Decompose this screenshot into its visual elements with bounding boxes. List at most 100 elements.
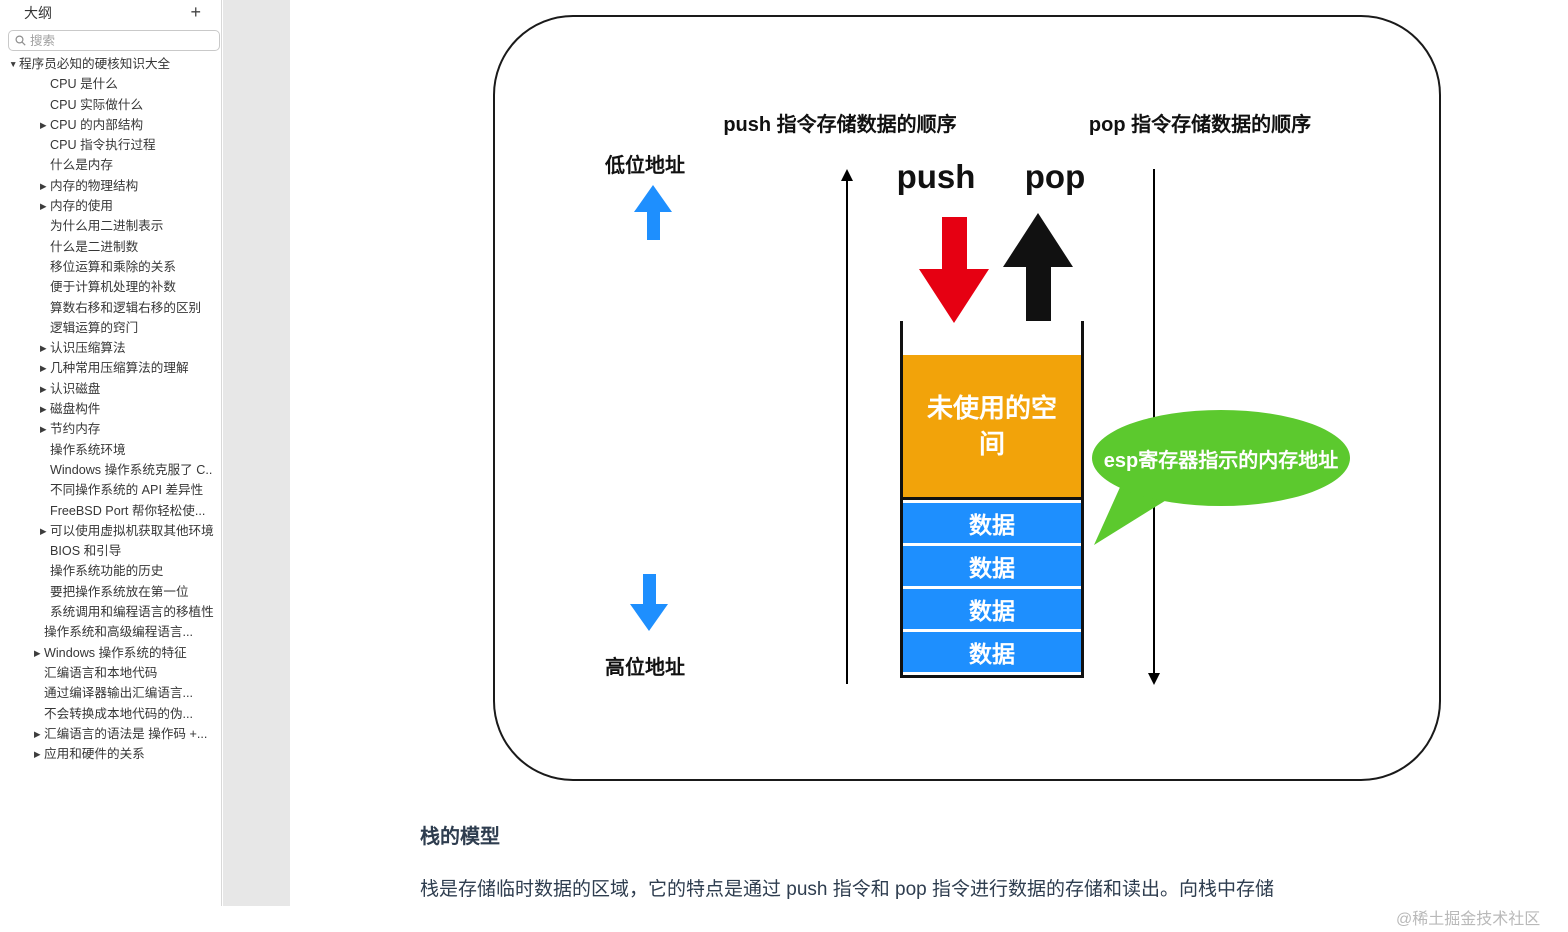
outline-item[interactable]: ▶汇编语言的语法是 操作码 +...: [0, 724, 222, 744]
outline-item-label: 系统调用和编程语言的移植性: [50, 605, 214, 620]
outline-item-label: 不同操作系统的 API 差异性: [50, 483, 204, 498]
outline-item-label: Windows 操作系统的特征: [44, 645, 187, 660]
outline-item-label: 磁盘构件: [50, 402, 101, 417]
outline-item[interactable]: 什么是二进制数: [0, 237, 222, 257]
outline-item[interactable]: ▶认识磁盘: [0, 379, 222, 399]
stack-container: 未使用的空间 数据数据数据数据: [900, 321, 1084, 678]
outline-item[interactable]: ▶内存的物理结构: [0, 176, 222, 196]
stack-data-cell: 数据: [903, 632, 1081, 672]
outline-item[interactable]: ▶认识压缩算法: [0, 338, 222, 358]
outline-item[interactable]: ▶CPU 的内部结构: [0, 115, 222, 135]
outline-item[interactable]: Windows 操作系统克服了 C..: [0, 460, 222, 480]
outline-item[interactable]: ▶节约内存: [0, 419, 222, 439]
push-direction-axis: [841, 169, 853, 684]
outline-item[interactable]: 移位运算和乘除的关系: [0, 257, 222, 277]
stack-data-cell: 数据: [903, 503, 1081, 543]
outline-item[interactable]: CPU 是什么: [0, 74, 222, 94]
outline-item-label: 节约内存: [50, 422, 101, 437]
outline-item[interactable]: ▶几种常用压缩算法的理解: [0, 358, 222, 378]
outline-item-label: 要把操作系统放在第一位: [50, 584, 189, 599]
add-outline-button[interactable]: +: [190, 2, 201, 22]
outline-item-label: CPU 是什么: [50, 77, 118, 92]
push-order-title: push 指令存储数据的顺序: [723, 114, 957, 136]
outline-item-label: 通过编译器输出汇编语言...: [44, 686, 194, 701]
triangle-collapsed-icon[interactable]: ▶: [40, 201, 47, 212]
outline-item[interactable]: 汇编语言和本地代码: [0, 663, 222, 683]
triangle-collapsed-icon[interactable]: ▶: [40, 180, 47, 191]
panel-divider-strip: [223, 0, 290, 906]
triangle-collapsed-icon[interactable]: ▶: [40, 343, 47, 354]
pop-order-title: pop 指令存储数据的顺序: [1088, 114, 1312, 136]
low-address-label: 低位地址: [605, 155, 685, 177]
outline-item[interactable]: 不会转换成本地代码的伪...: [0, 704, 222, 724]
outline-item[interactable]: 要把操作系统放在第一位: [0, 582, 222, 602]
outline-sidebar: 大纲 + ▼程序员必知的硬核知识大全 CPU 是什么 CPU 实际做什么 ▶CPU 的…: [0, 0, 222, 906]
outline-item[interactable]: CPU 实际做什么: [0, 95, 222, 115]
outline-item[interactable]: CPU 指令执行过程: [0, 135, 222, 155]
triangle-expanded-icon[interactable]: ▼: [9, 59, 18, 69]
outline-item[interactable]: 逻辑运算的窍门: [0, 318, 222, 338]
outline-item-label: 程序员必知的硬核知识大全: [19, 57, 171, 71]
outline-item[interactable]: ▶应用和硬件的关系: [0, 744, 222, 764]
triangle-collapsed-icon[interactable]: ▶: [34, 647, 41, 658]
outline-item-label: 什么是内存: [50, 158, 113, 173]
outline-item[interactable]: BIOS 和引导: [0, 541, 222, 561]
pop-up-arrow-icon: [1003, 213, 1073, 321]
triangle-collapsed-icon[interactable]: ▶: [34, 728, 41, 739]
outline-item[interactable]: 便于计算机处理的补数: [0, 277, 222, 297]
outline-item-label: 汇编语言和本地代码: [44, 665, 158, 680]
stack-data-cell: 数据: [903, 546, 1081, 586]
triangle-collapsed-icon[interactable]: ▶: [40, 363, 47, 374]
outline-item-label: 汇编语言的语法是 操作码 +...: [44, 726, 208, 741]
triangle-collapsed-icon[interactable]: ▶: [40, 525, 47, 536]
outline-item[interactable]: 为什么用二进制表示: [0, 216, 222, 236]
outline-item[interactable]: 什么是内存: [0, 155, 222, 175]
outline-item[interactable]: ▶可以使用虚拟机获取其他环境: [0, 521, 222, 541]
outline-item[interactable]: ▶内存的使用: [0, 196, 222, 216]
unused-space-box: 未使用的空间: [903, 355, 1081, 497]
outline-item-label: BIOS 和引导: [50, 544, 122, 559]
high-address-label: 高位地址: [605, 657, 685, 679]
outline-item[interactable]: 操作系统和高级编程语言...: [0, 622, 222, 642]
outline-search-box[interactable]: [8, 30, 220, 51]
esp-register-bubble: esp寄存器指示的内存地址: [1092, 410, 1350, 506]
outline-item-label: 算数右移和逻辑右移的区别: [50, 300, 202, 315]
outline-item-label: 便于计算机处理的补数: [50, 280, 176, 295]
outline-item-label: 操作系统环境: [50, 442, 126, 457]
watermark-text: @稀土掘金技术社区: [1396, 911, 1541, 928]
triangle-collapsed-icon[interactable]: ▶: [40, 119, 47, 130]
outline-header: 大纲 +: [0, 0, 221, 26]
article-paragraph: 栈是存储临时数据的区域，它的特点是通过 push 指令和 pop 指令进行数据的…: [420, 879, 1275, 900]
outline-item[interactable]: 算数右移和逻辑右移的区别: [0, 298, 222, 318]
outline-item[interactable]: 系统调用和编程语言的移植性: [0, 602, 222, 622]
stack-diagram-frame: push 指令存储数据的顺序 pop 指令存储数据的顺序 低位地址 push p…: [493, 15, 1441, 781]
triangle-collapsed-icon[interactable]: ▶: [40, 424, 47, 435]
outline-item-label: 操作系统功能的历史: [50, 564, 164, 579]
outline-item[interactable]: FreeBSD Port 帮你轻松使...: [0, 501, 222, 521]
outline-item-label: Windows 操作系统克服了 C..: [50, 462, 213, 477]
outline-item[interactable]: 操作系统环境: [0, 440, 222, 460]
outline-item[interactable]: 通过编译器输出汇编语言...: [0, 683, 222, 703]
search-input[interactable]: [30, 33, 213, 48]
outline-item-label: CPU 实际做什么: [50, 97, 144, 112]
triangle-collapsed-icon[interactable]: ▶: [34, 749, 41, 760]
triangle-collapsed-icon[interactable]: ▶: [40, 383, 47, 394]
outline-item-label: 几种常用压缩算法的理解: [50, 361, 189, 376]
outline-item-label: 内存的物理结构: [50, 178, 139, 193]
push-down-arrow-icon: [919, 217, 989, 323]
outline-item-label: 认识磁盘: [50, 381, 101, 396]
outline-item-label: FreeBSD Port 帮你轻松使...: [50, 503, 206, 518]
triangle-collapsed-icon[interactable]: ▶: [40, 404, 47, 415]
outline-item[interactable]: ▼程序员必知的硬核知识大全: [0, 54, 222, 74]
outline-item[interactable]: ▶Windows 操作系统的特征: [0, 643, 222, 663]
outline-item-label: 可以使用虚拟机获取其他环境: [50, 523, 214, 538]
outline-item-label: 移位运算和乘除的关系: [50, 259, 176, 274]
outline-item[interactable]: 操作系统功能的历史: [0, 561, 222, 581]
pop-label: pop: [1024, 158, 1086, 195]
search-icon: [15, 35, 26, 46]
outline-item-label: 操作系统和高级编程语言...: [44, 625, 194, 640]
outline-item-label: 为什么用二进制表示: [50, 219, 164, 234]
outline-item[interactable]: ▶磁盘构件: [0, 399, 222, 419]
outline-item[interactable]: 不同操作系统的 API 差异性: [0, 480, 222, 500]
push-label: push: [896, 158, 976, 195]
